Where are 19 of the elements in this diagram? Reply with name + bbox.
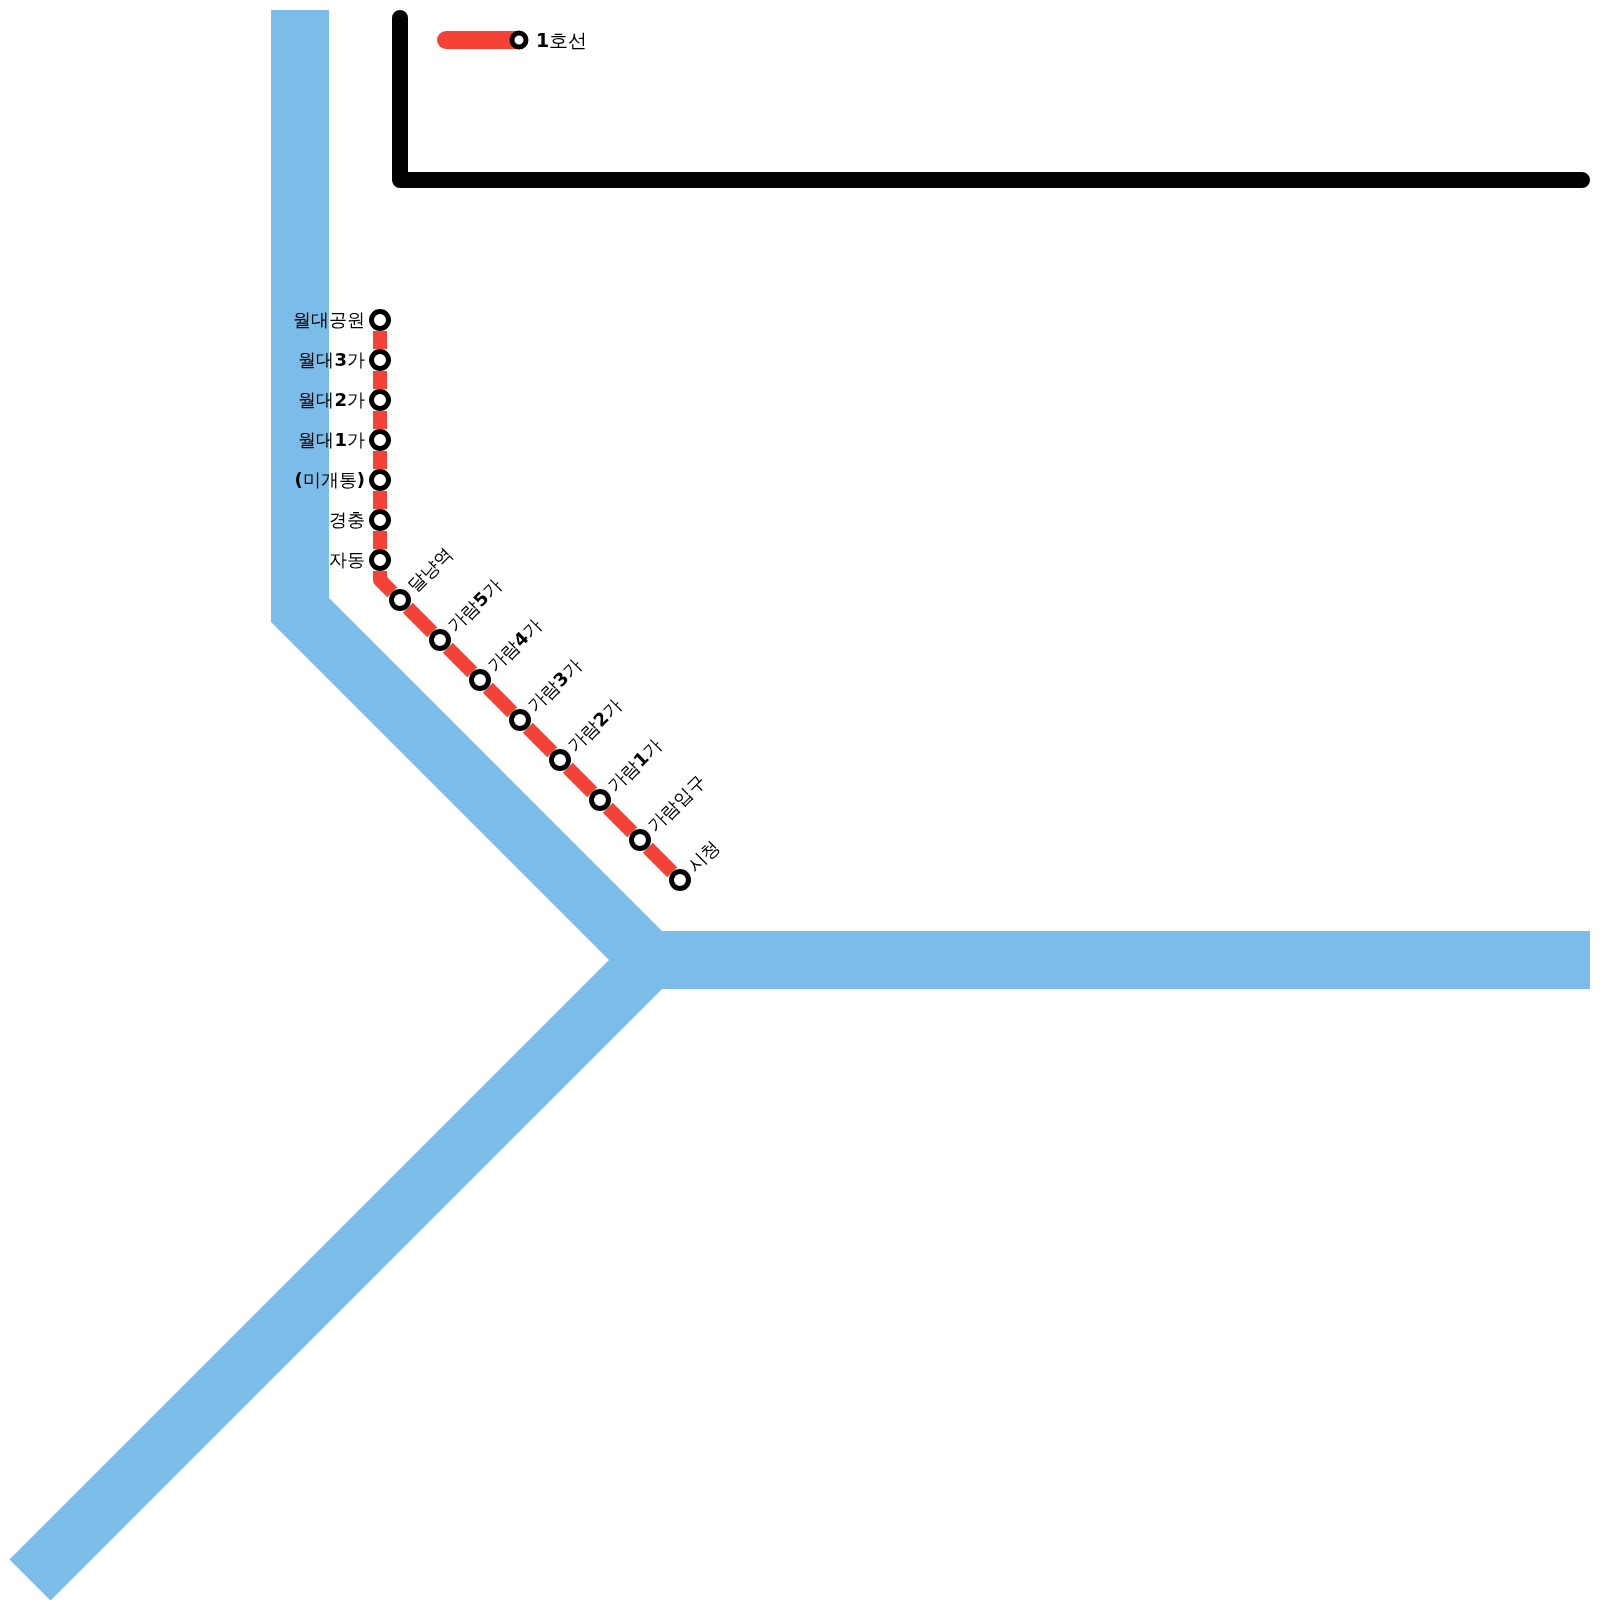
rail-line	[373, 331, 387, 349]
rail-line	[642, 842, 678, 878]
rail-line	[602, 802, 638, 838]
rail-line	[373, 411, 387, 429]
station-name: (미개통)	[294, 469, 365, 491]
rail-line	[373, 571, 398, 598]
rail-line	[373, 531, 387, 549]
rail-line	[482, 682, 518, 718]
rail-line	[562, 762, 598, 798]
rail-line	[402, 602, 438, 638]
station-name: 경충	[329, 509, 365, 531]
station-name: 자동	[329, 549, 365, 571]
rail-line	[522, 722, 558, 758]
rail-line	[373, 371, 387, 389]
station-name: 시청	[683, 836, 725, 877]
rail-line	[373, 451, 387, 469]
legend-label: 1호선	[536, 28, 588, 52]
rail-line	[373, 491, 387, 509]
rail-line	[442, 642, 478, 678]
